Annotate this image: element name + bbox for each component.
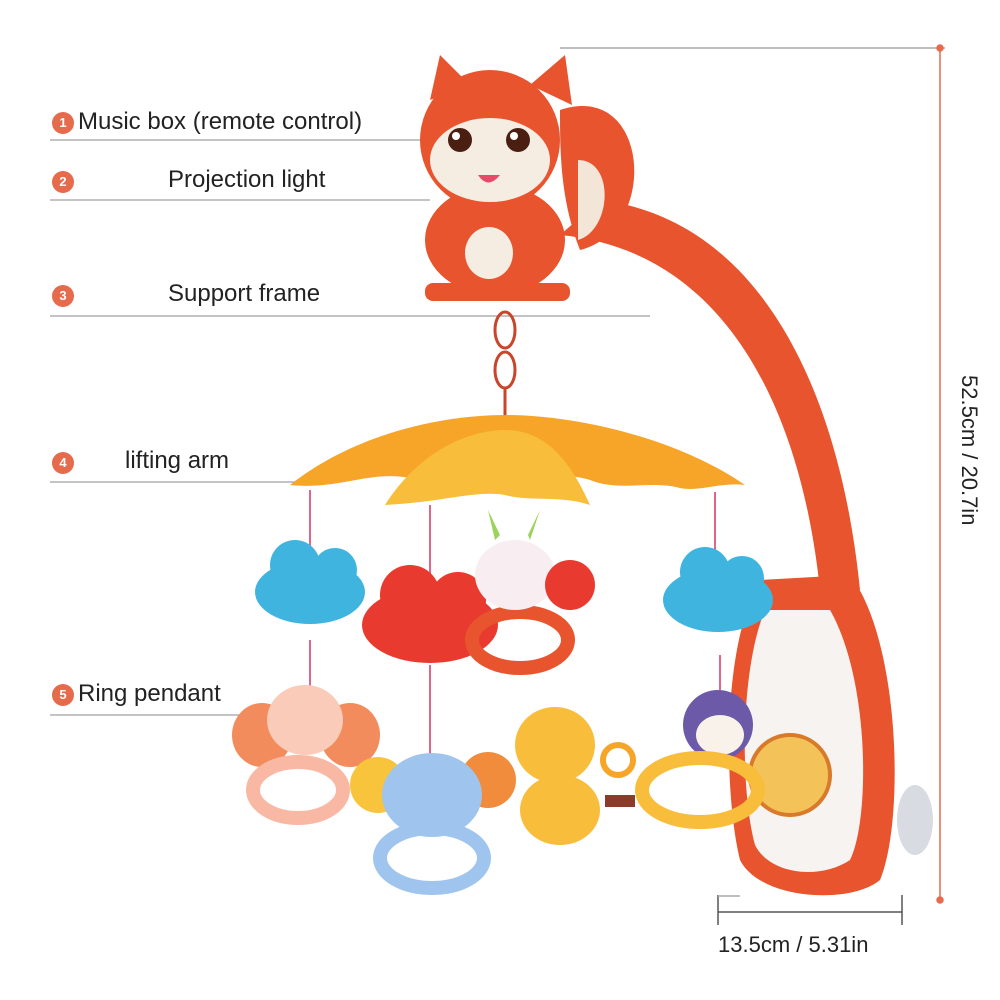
red-cloud bbox=[362, 565, 498, 663]
lion-sticker bbox=[748, 733, 832, 817]
bunny-toy bbox=[475, 510, 595, 610]
base-knob bbox=[897, 785, 933, 855]
label-number-4: 4 bbox=[52, 452, 74, 474]
label-number-1: 1 bbox=[52, 112, 74, 134]
blue-cloud-left bbox=[255, 540, 365, 624]
pendant-strings bbox=[309, 490, 721, 755]
blue-cloud-right bbox=[663, 547, 773, 632]
label-number-2: 2 bbox=[52, 171, 74, 193]
label-lifting-arm: lifting arm bbox=[125, 447, 230, 474]
elephant-rattle bbox=[350, 752, 516, 895]
hanger-chain bbox=[493, 310, 517, 415]
leader-lines bbox=[50, 139, 650, 716]
label-number-5: 5 bbox=[52, 684, 74, 706]
height-dimension-line bbox=[560, 44, 945, 904]
label-ring-pendant: Ring pendant bbox=[78, 680, 221, 707]
squirrel-music-box bbox=[420, 55, 635, 301]
width-dimension-line bbox=[717, 895, 903, 925]
label-support-frame: Support frame bbox=[168, 280, 321, 307]
label-music-box: Music box (remote control) bbox=[78, 108, 363, 135]
red-ring bbox=[465, 605, 575, 675]
inner-umbrella bbox=[385, 430, 590, 505]
height-dimension: 52.5cm / 20.7in bbox=[957, 375, 982, 526]
monkey-rattle bbox=[635, 690, 765, 829]
label-number-3: 3 bbox=[52, 285, 74, 307]
butterfly-rattle bbox=[232, 685, 380, 825]
deer-rattle bbox=[515, 707, 636, 845]
width-dimension: 13.5cm / 5.31in bbox=[718, 932, 869, 957]
support-frame bbox=[560, 200, 860, 590]
label-projection-light: Projection light bbox=[168, 166, 326, 193]
